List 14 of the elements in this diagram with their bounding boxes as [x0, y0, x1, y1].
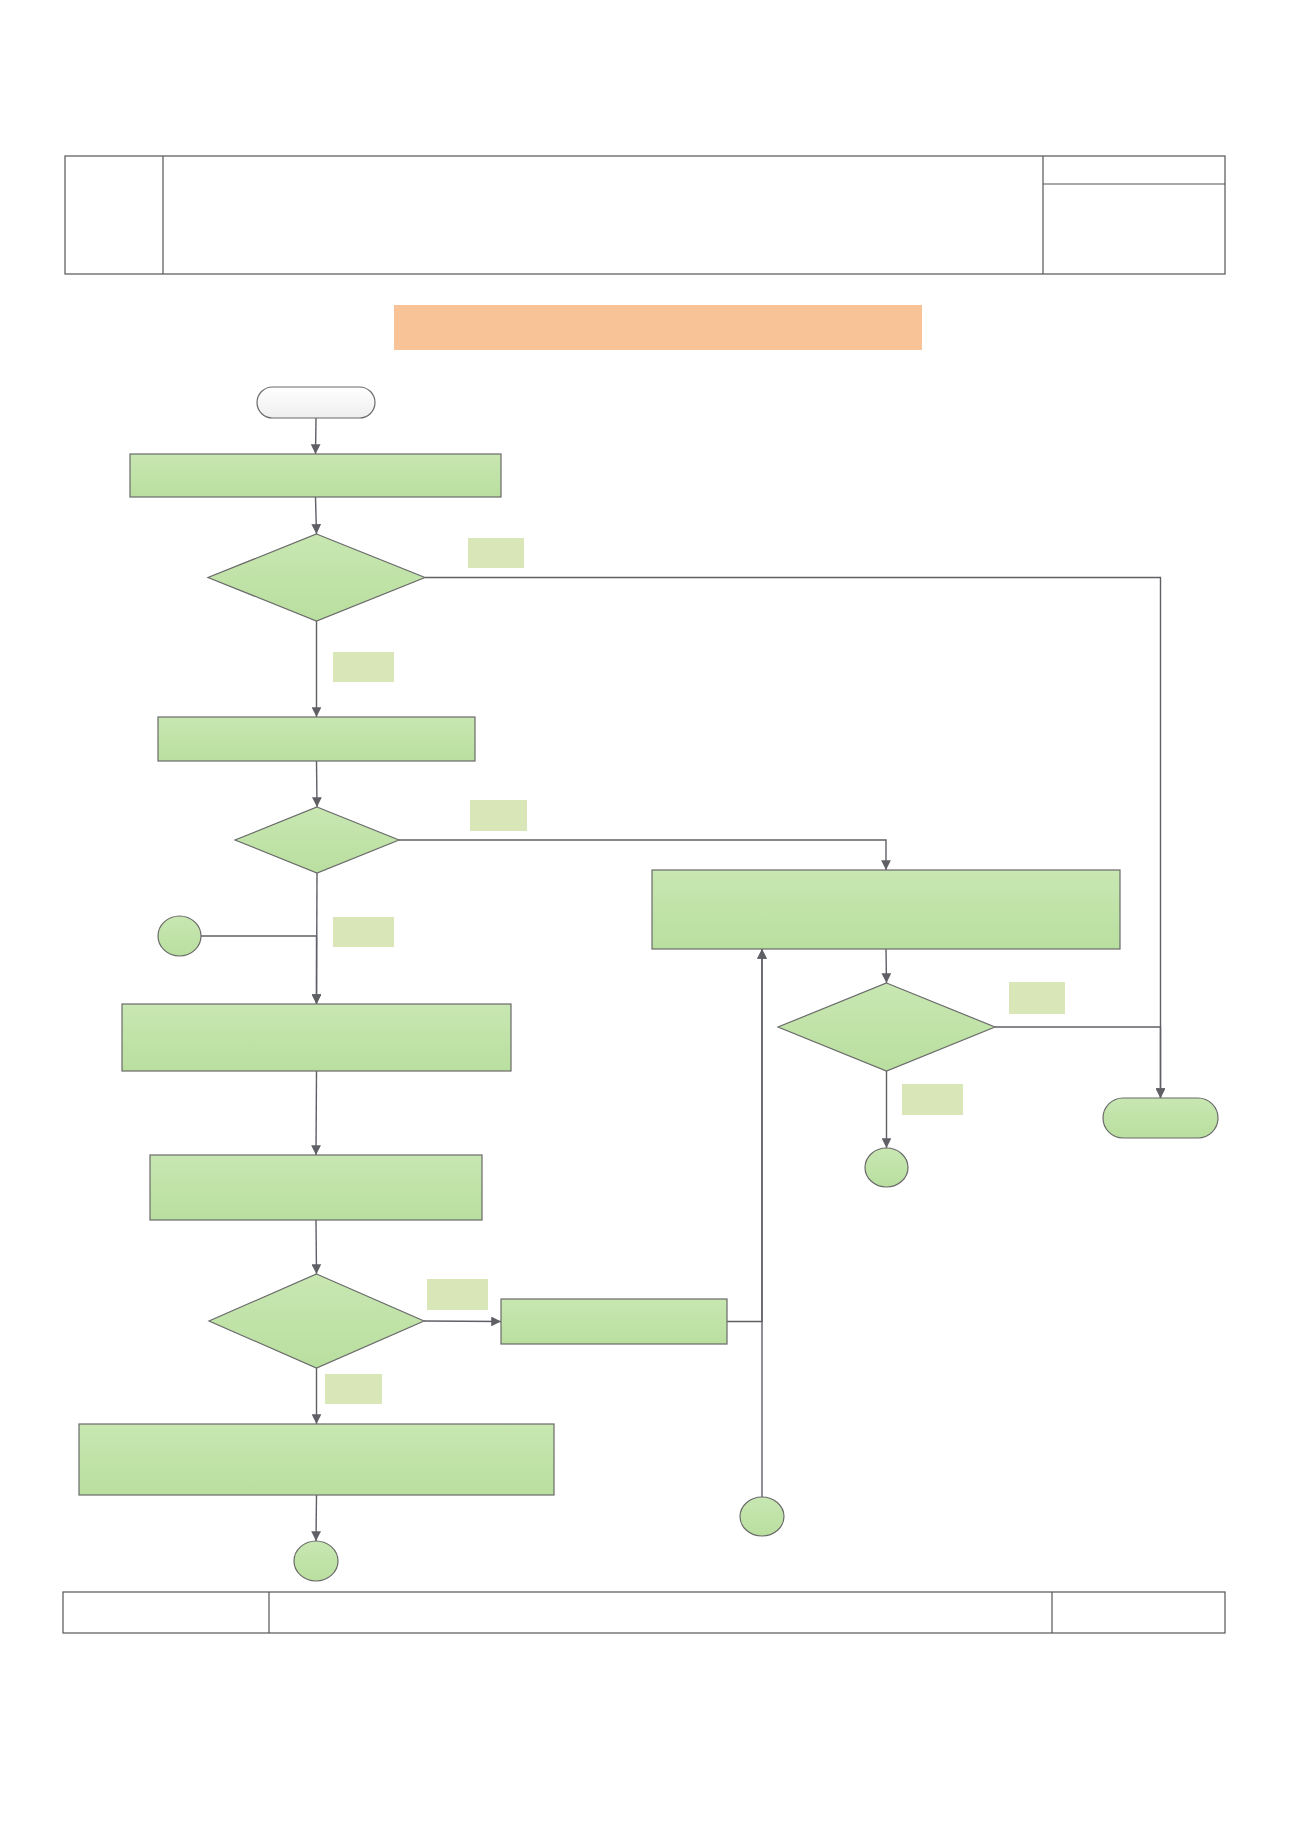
arrow: [757, 948, 767, 1498]
arrow: [881, 1070, 892, 1149]
arrow: [312, 760, 322, 808]
arrow: [310, 417, 321, 455]
arrow: [311, 496, 322, 535]
arrow: [994, 1026, 1166, 1099]
arrow: [311, 1070, 321, 1156]
arrow: [398, 839, 891, 871]
arrow: [881, 948, 892, 984]
arrow: [311, 1494, 321, 1542]
arrow: [311, 1219, 322, 1275]
arrow: [311, 620, 322, 718]
arrow: [311, 1367, 322, 1425]
arrow: [423, 1316, 502, 1327]
